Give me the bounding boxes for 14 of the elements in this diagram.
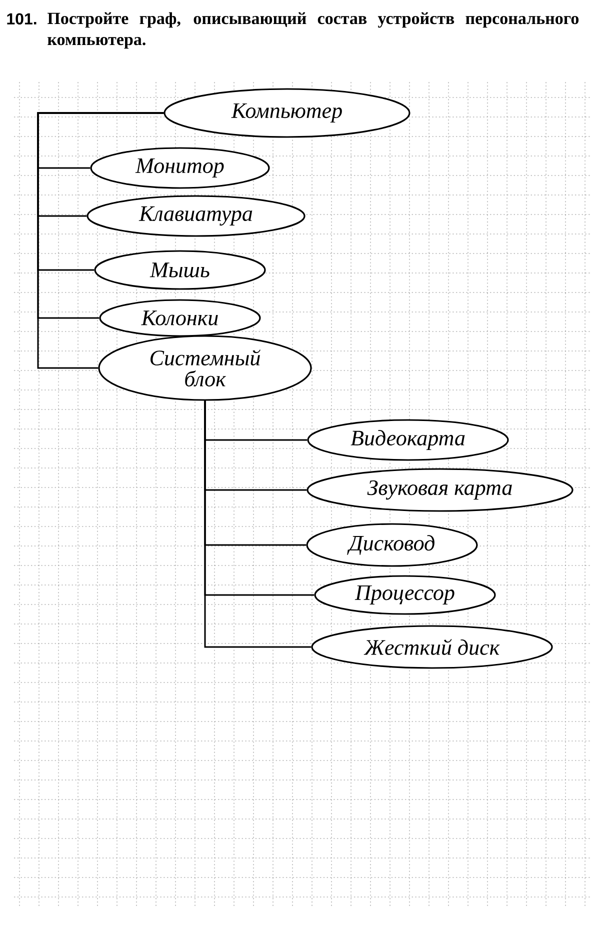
ellipse-node: Звуковая карта bbox=[306, 468, 574, 512]
ellipse-node: Колонки bbox=[99, 299, 261, 337]
ellipse-node: Видеокарта bbox=[307, 419, 509, 461]
connector-line bbox=[37, 112, 164, 369]
ellipse-node: Процессор bbox=[314, 575, 496, 615]
title: Постройте граф, описывающий состав устройств персонального компьютера. bbox=[48, 12, 579, 49]
ellipse-node: Монитор bbox=[90, 147, 270, 189]
ellipse-node: Дисковод bbox=[306, 523, 478, 567]
connector-line bbox=[204, 400, 312, 648]
ellipse-node: Компьютер bbox=[164, 88, 410, 138]
ellipse-node: Жесткий диск bbox=[311, 625, 553, 669]
exercise-number: 101. bbox=[7, 13, 36, 25]
ellipse-node: Клавиатура bbox=[86, 195, 306, 237]
ellipse-node: Мышь bbox=[94, 250, 266, 290]
